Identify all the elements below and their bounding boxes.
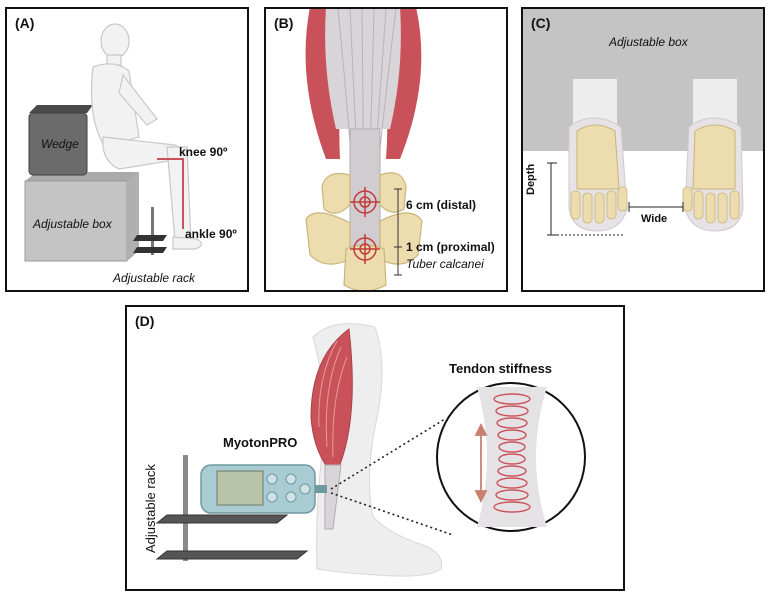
knee-label: knee 90º bbox=[179, 145, 228, 159]
panel-a-illustration bbox=[24, 23, 203, 262]
panel-d: (D) MyotonPRO Tendon stiffness Adjustabl… bbox=[125, 305, 625, 591]
achilles-tendon-d bbox=[324, 464, 342, 530]
panel-b: (B) 6 cm (distal) 1 cm (proximal) Tuber … bbox=[264, 7, 508, 292]
depth-measure bbox=[547, 162, 623, 236]
panel-a-label: (A) bbox=[15, 15, 35, 31]
adjustable-rack-label: Adjustable rack bbox=[113, 271, 196, 285]
wedge-top bbox=[29, 105, 93, 113]
depth-label: Depth bbox=[525, 163, 537, 195]
foot-bones bbox=[305, 172, 423, 290]
panel-c: (C) Adjustable box Depth Wide bbox=[521, 7, 765, 292]
myotonpro-device bbox=[200, 464, 327, 514]
adjustable-box-label: Adjustable box bbox=[33, 217, 112, 231]
panel-c-illustration bbox=[523, 9, 763, 236]
adjustable-rack-shape bbox=[133, 207, 167, 255]
adjustable-rack-d bbox=[155, 455, 309, 561]
distal-label: 6 cm (distal) bbox=[406, 198, 477, 212]
calf-muscle bbox=[310, 328, 353, 468]
left-foot bbox=[568, 79, 628, 232]
panel-b-label: (B) bbox=[274, 15, 294, 31]
wide-label: Wide bbox=[641, 213, 668, 225]
tendon-magnified-view bbox=[436, 382, 586, 532]
myotonpro-label: MyotonPRO bbox=[223, 435, 298, 450]
distal-target bbox=[350, 187, 380, 217]
ankle-label: ankle 90º bbox=[185, 227, 237, 241]
wedge-label: Wedge bbox=[41, 137, 79, 151]
zoom-lines bbox=[330, 418, 454, 536]
leg-muscle-line bbox=[157, 158, 184, 229]
measure-bracket bbox=[394, 188, 402, 276]
panel-c-label: (C) bbox=[531, 15, 551, 31]
tendon-stiffness-label: Tendon stiffness bbox=[449, 361, 553, 376]
seated-person bbox=[90, 23, 203, 250]
tuber-calcanei-label: Tuber calcanei bbox=[406, 257, 484, 271]
panel-d-label: (D) bbox=[135, 313, 155, 329]
panel-a: (A) Wedge knee 90º ankle 90º Adjustable … bbox=[5, 7, 249, 292]
panel-d-illustration bbox=[155, 323, 586, 577]
wedge-shape bbox=[28, 112, 88, 176]
adjustable-box-label-c: Adjustable box bbox=[609, 35, 688, 49]
right-foot bbox=[682, 79, 744, 232]
panel-b-illustration bbox=[305, 9, 423, 290]
proximal-label: 1 cm (proximal) bbox=[406, 240, 495, 254]
wide-measure bbox=[628, 202, 684, 212]
muscle-fibres bbox=[318, 340, 348, 458]
adjustable-rack-label-d: Adjustable rack bbox=[143, 464, 158, 553]
proximal-target bbox=[350, 234, 380, 264]
